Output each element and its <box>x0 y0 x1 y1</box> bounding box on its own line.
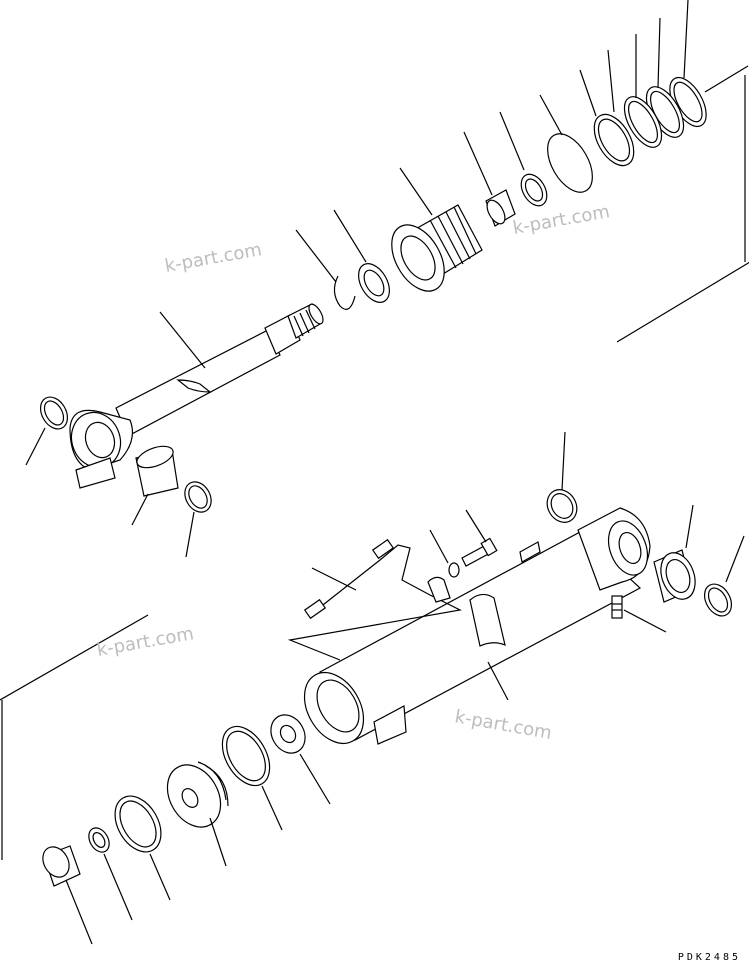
lower-assembly <box>0 431 745 945</box>
piston-ring <box>221 725 271 787</box>
o-ring <box>547 133 593 193</box>
rod-packing <box>593 113 635 167</box>
watermark-text: k-part.com <box>95 623 195 661</box>
cushion-piston <box>166 761 229 828</box>
rod-nut <box>270 714 306 754</box>
bushing <box>520 173 548 207</box>
dust-seal-inner <box>43 400 65 426</box>
backup-ring-inner <box>628 100 658 144</box>
bushing-inner <box>524 178 544 202</box>
bolt <box>461 537 498 567</box>
tube-bushing-face <box>660 552 696 600</box>
dust-seal <box>39 396 69 430</box>
pin-seal-inner <box>188 485 208 509</box>
frame-line-upper <box>616 261 749 343</box>
tube-seal-inner <box>707 587 729 613</box>
hydraulic-pipe <box>287 538 462 661</box>
snap-ring <box>333 275 356 310</box>
watermark-text: k-part.com <box>163 239 263 277</box>
frame-line-lower <box>0 614 149 701</box>
tube-bottom-eye <box>577 507 651 591</box>
cushion-seal-inner <box>119 800 157 848</box>
leader-lines-upper <box>25 0 689 558</box>
rod-eye <box>69 409 133 489</box>
small-ring <box>88 827 110 853</box>
frame-line-upper-top <box>704 65 749 93</box>
tube-dust-seal-inner <box>550 493 574 519</box>
backup-ring <box>623 96 663 148</box>
drawing-code: PDK2485 <box>677 952 741 963</box>
watermark-text: k-part.com <box>511 201 611 239</box>
collar-face <box>486 199 506 225</box>
cylinder-tube <box>303 531 642 745</box>
upper-assembly <box>25 0 749 558</box>
grease-fitting <box>611 595 623 619</box>
small-ring-inner <box>92 832 106 848</box>
watermark-text: k-part.com <box>453 706 553 744</box>
cushion-bushing-face <box>42 846 70 878</box>
wiper-ring-inner <box>673 81 703 123</box>
piston-ring-inner <box>226 730 266 782</box>
piston <box>391 204 483 292</box>
piston-rod <box>115 303 324 437</box>
piston-nut-inner <box>363 269 385 297</box>
tube-dust-seal <box>546 489 578 523</box>
piston-nut <box>358 263 390 303</box>
cushion-seal <box>114 795 162 853</box>
tube-seal <box>703 583 733 617</box>
leader-lines-lower <box>65 431 745 945</box>
tube-bushing-inner <box>665 558 691 594</box>
pin-seal <box>184 481 212 513</box>
pin-bushing-top <box>136 445 174 469</box>
rod-packing-inner <box>597 118 631 162</box>
washer <box>448 562 460 578</box>
